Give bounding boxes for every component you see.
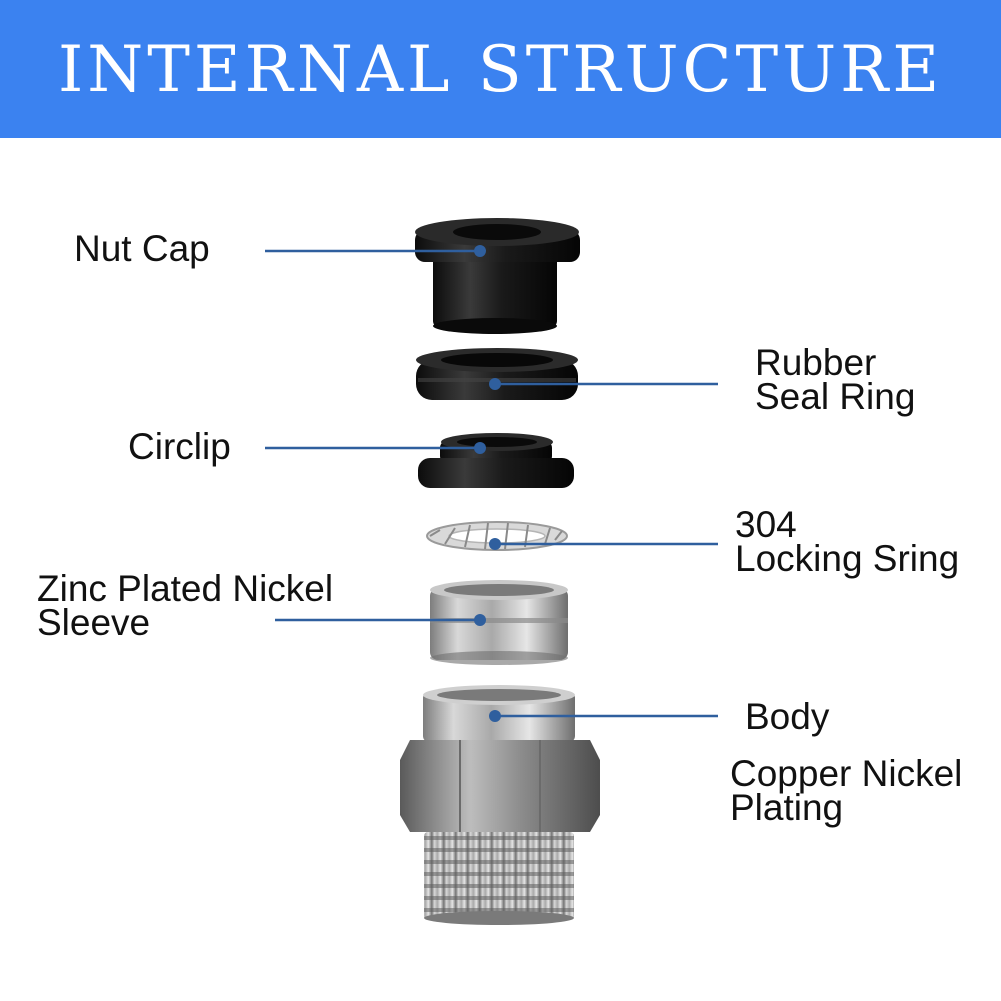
sleeve-part [430, 580, 568, 665]
rubber-seal-label-line2: Seal Ring [755, 376, 916, 417]
rubber-seal-ring-part [416, 348, 578, 400]
body-label: Body [745, 696, 830, 737]
banner-title: INTERNAL STRUCTURE [57, 33, 944, 107]
nut-cap-label: Nut Cap [74, 228, 210, 269]
locking-ring-label-line2: Locking Sring [735, 538, 960, 579]
title-banner: INTERNAL STRUCTURE [0, 0, 1001, 138]
copper-plating-label-line1: Copper Nickel [730, 753, 963, 794]
sleeve-label-line2: Sleeve [37, 602, 151, 643]
body-part [400, 685, 600, 925]
circlip-label: Circlip [128, 426, 231, 467]
nut-cap-part [415, 218, 580, 334]
nut-cap-leader-dot [474, 245, 486, 257]
locking-ring-label-line1: 304 [735, 504, 797, 545]
rubber-seal-label-line1: Rubber [755, 342, 877, 383]
rubber-seal-leader-dot [489, 378, 501, 390]
circlip-part [418, 433, 574, 488]
sleeve-leader-dot [474, 614, 486, 626]
sleeve-label-line1: Zinc Plated Nickel [37, 568, 334, 609]
leader-lines [265, 245, 718, 722]
circlip-leader-dot [474, 442, 486, 454]
locking-ring-leader-dot [489, 538, 501, 550]
copper-plating-label-line2: Plating [730, 787, 844, 828]
body-leader-dot [489, 710, 501, 722]
